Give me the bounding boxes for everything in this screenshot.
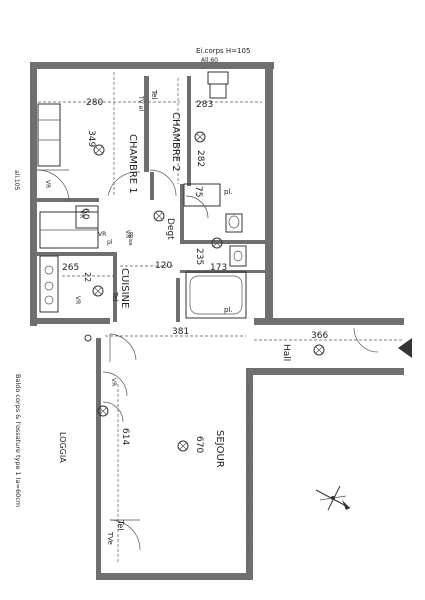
tel-top-label: Tel: [150, 89, 158, 99]
vr-label-5: VR: [110, 378, 117, 386]
tel-cuisine-label: Tel: [111, 291, 119, 301]
room-chambre-1: CHAMBRE 1: [127, 134, 138, 194]
prise-label: PRise: [127, 232, 133, 246]
door-swings: [36, 169, 379, 551]
pl-label-2: pl.: [224, 306, 233, 314]
bottom-note: Baldo corps & l'ossature type 1 la=60cm: [14, 374, 22, 507]
room-degt: Degt: [165, 218, 175, 240]
light-point-icon: [313, 344, 325, 356]
vr-label-1: VR: [44, 180, 51, 188]
dim-381: 381: [172, 327, 189, 337]
light-point-icon: [177, 440, 189, 452]
vr-label-2: VR: [78, 210, 85, 218]
dim-614: 614: [120, 428, 130, 445]
entrance-arrow-icon: [398, 338, 412, 358]
dim-265: 265: [62, 263, 79, 273]
light-points: [84, 131, 325, 452]
dimension-values: 280 283 349 282 75 60 120 235 173 265 22…: [62, 98, 328, 453]
vr-label-3: VR: [124, 230, 131, 238]
tel-bottom-label: Tel: [116, 519, 125, 531]
room-labels: Ei.corps H=105 All.60 CHAMBRE 1 CHAMBRE …: [13, 47, 291, 507]
room-hall: Hall: [281, 344, 291, 361]
walls: [30, 62, 404, 580]
dimension-lines: [38, 72, 404, 562]
tv-bottom-label: TVe: [106, 531, 114, 545]
vr-label-4: VR: [74, 296, 81, 304]
dim-235: 235: [194, 248, 204, 265]
light-point-icon: [194, 131, 206, 143]
room-sejour: SEJOUR: [214, 430, 225, 468]
light-point-icon: [92, 285, 104, 297]
dim-283: 283: [196, 100, 213, 110]
light-point-icon: [97, 405, 109, 417]
top-note-1: Ei.corps H=105: [196, 47, 250, 55]
pl-cuisine-label: pl: [107, 239, 113, 246]
room-cuisine: CUISINE: [119, 268, 130, 308]
fixtures: [37, 71, 247, 319]
side-note: ali.105: [13, 170, 20, 191]
socket-marker: [84, 334, 92, 342]
north-compass-icon: [315, 485, 351, 511]
light-point-icon: [93, 144, 105, 156]
room-loggia: LOGGIA: [58, 432, 67, 463]
tv-top-label: TV el: [137, 95, 144, 111]
light-point-icon: [211, 237, 223, 249]
dim-282: 282: [195, 150, 205, 167]
dim-22: 22: [83, 272, 92, 282]
dim-366: 366: [311, 331, 328, 341]
dim-280: 280: [86, 98, 103, 108]
room-chambre-2: CHAMBRE 2: [170, 112, 181, 172]
vr-mid-label: VR: [98, 231, 106, 238]
dim-349: 349: [86, 130, 96, 147]
pl-label-1: pl.: [224, 188, 233, 196]
dim-75: 75: [193, 186, 203, 197]
light-point-icon: [153, 210, 165, 222]
dim-173: 173: [210, 263, 227, 273]
equipment-labels: Tel TV el Tel Tel TVe pl. pl. VR VR VR V…: [44, 89, 233, 545]
top-note-2: All.60: [201, 57, 218, 64]
dim-120: 120: [155, 261, 172, 271]
dim-60: 60: [80, 208, 90, 220]
dim-670: 670: [194, 436, 204, 453]
